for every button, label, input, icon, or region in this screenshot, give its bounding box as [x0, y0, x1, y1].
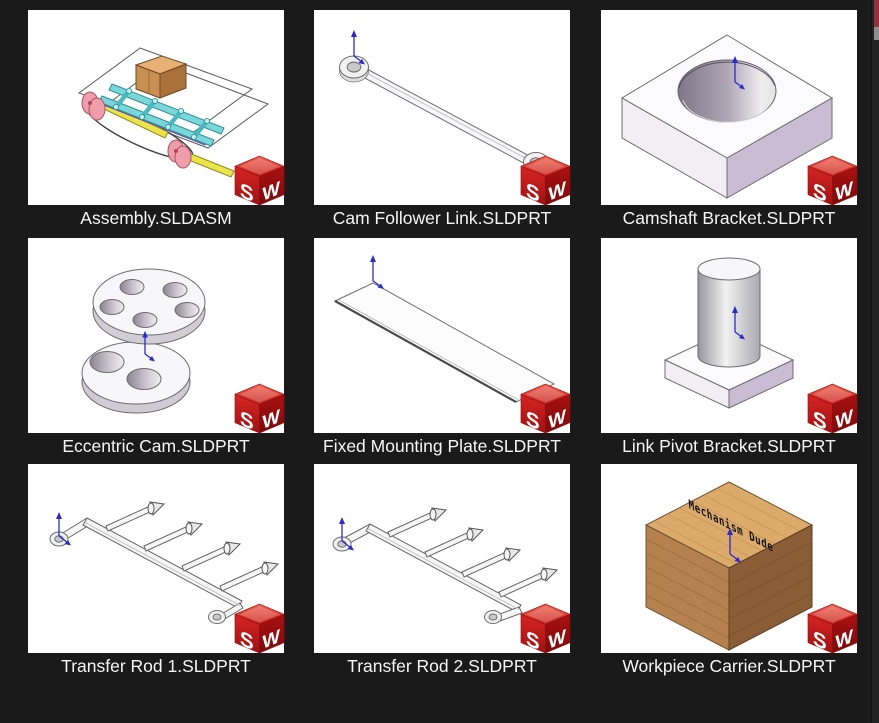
logo-letter-s: S	[526, 406, 540, 434]
file-tile-fixed-mounting-plate[interactable]: S W Fixed Mounting Plate.SLDPRT	[314, 238, 571, 457]
file-tile-eccentric-cam[interactable]: S W Eccentric Cam.SLDPRT	[28, 238, 285, 457]
file-name[interactable]: Assembly.SLDASM	[80, 208, 232, 228]
file-thumbnail[interactable]: S W	[314, 464, 571, 654]
solidworks-logo-icon: S W	[234, 603, 285, 654]
transfer-rod-2-preview	[332, 507, 559, 624]
logo-letter-w: W	[262, 405, 280, 434]
file-thumbnail[interactable]: S W	[314, 10, 571, 206]
logo-letter-w: W	[835, 177, 853, 206]
file-name[interactable]: Transfer Rod 2.SLDPRT	[347, 656, 537, 676]
solidworks-logo-icon: S W	[520, 603, 571, 654]
origin-triad-icon	[732, 56, 745, 90]
logo-letter-s: S	[813, 178, 827, 206]
file-tile-assembly[interactable]: S W Assembly.SLDASM	[28, 10, 285, 229]
scrollbar-top-artifact	[874, 0, 879, 27]
file-thumbnail[interactable]: S W	[601, 10, 858, 206]
file-thumbnail[interactable]: S W	[28, 464, 285, 654]
file-tile-link-pivot-bracket[interactable]: S W Link Pivot Bracket.SLDPRT	[601, 238, 858, 457]
file-thumbnail[interactable]: S W	[314, 238, 571, 434]
logo-letter-w: W	[548, 177, 566, 206]
logo-letter-w: W	[548, 405, 566, 434]
solidworks-logo-icon: S W	[520, 155, 571, 206]
solidworks-logo-icon: S W	[234, 383, 285, 434]
logo-letter-s: S	[240, 406, 254, 434]
file-name[interactable]: Cam Follower Link.SLDPRT	[332, 208, 552, 228]
file-name[interactable]: Fixed Mounting Plate.SLDPRT	[323, 436, 561, 456]
logo-letter-s: S	[813, 406, 827, 434]
file-thumbnail[interactable]: S W	[601, 238, 858, 434]
file-tile-cam-follower-link[interactable]: S W Cam Follower Link.SLDPRT	[314, 10, 571, 229]
origin-triad-icon	[732, 306, 745, 340]
solidworks-logo-icon: S W	[807, 603, 858, 654]
file-name[interactable]: Eccentric Cam.SLDPRT	[62, 436, 250, 456]
scrollbar-thumb[interactable]	[874, 27, 879, 40]
logo-letter-w: W	[835, 625, 853, 654]
logo-letter-s: S	[240, 178, 254, 206]
transfer-rod-1-preview	[49, 501, 280, 624]
fixed-mounting-plate-preview	[333, 255, 556, 403]
link-pivot-bracket-preview	[663, 257, 795, 409]
logo-letter-w: W	[835, 405, 853, 434]
file-tile-transfer-rod-1[interactable]: S W Transfer Rod 1.SLDPRT	[28, 464, 285, 677]
eccentric-cam-preview	[81, 268, 206, 414]
file-tile-camshaft-bracket[interactable]: S W Camshaft Bracket.SLDPRT	[601, 10, 858, 229]
file-thumbnail[interactable]: S W	[28, 238, 285, 434]
file-name[interactable]: Workpiece Carrier.SLDPRT	[622, 656, 836, 676]
solidworks-logo-icon: S W	[807, 383, 858, 434]
arrowheads	[429, 507, 559, 582]
file-name[interactable]: Transfer Rod 1.SLDPRT	[61, 656, 251, 676]
origin-triad-icon	[142, 331, 155, 362]
file-thumbnail[interactable]: Mechanism Dude S W	[601, 464, 858, 654]
scrollbar[interactable]	[871, 0, 879, 723]
solidworks-logo-icon: S W	[520, 383, 571, 434]
solidworks-logo-icon: S W	[234, 155, 285, 206]
logo-letter-w: W	[262, 177, 280, 206]
logo-letter-w: W	[548, 625, 566, 654]
origin-triad-icon	[370, 255, 384, 289]
logo-letter-s: S	[813, 626, 827, 654]
arrowheads	[147, 501, 280, 576]
camshaft-bracket-preview	[621, 34, 833, 199]
logo-letter-w: W	[262, 625, 280, 654]
logo-letter-s: S	[526, 178, 540, 206]
logo-letter-s: S	[240, 626, 254, 654]
file-name[interactable]: Link Pivot Bracket.SLDPRT	[622, 436, 836, 456]
assembly-preview	[77, 47, 270, 178]
file-thumbnail[interactable]: S W	[28, 10, 285, 206]
origin-triad-icon	[56, 512, 71, 546]
file-name[interactable]: Camshaft Bracket.SLDPRT	[622, 208, 836, 228]
file-tile-transfer-rod-2[interactable]: S W Transfer Rod 2.SLDPRT	[314, 464, 571, 677]
workpiece-carrier-preview: Mechanism Dude	[644, 481, 814, 651]
file-tile-workpiece-carrier[interactable]: Mechanism Dude S W Workpiece Carrier.SLD…	[601, 464, 858, 677]
origin-triad-icon	[351, 30, 365, 65]
solidworks-logo-icon: S W	[807, 155, 858, 206]
origin-triad-icon	[339, 517, 354, 551]
origin-triad-icon	[727, 528, 741, 563]
logo-letter-s: S	[526, 626, 540, 654]
